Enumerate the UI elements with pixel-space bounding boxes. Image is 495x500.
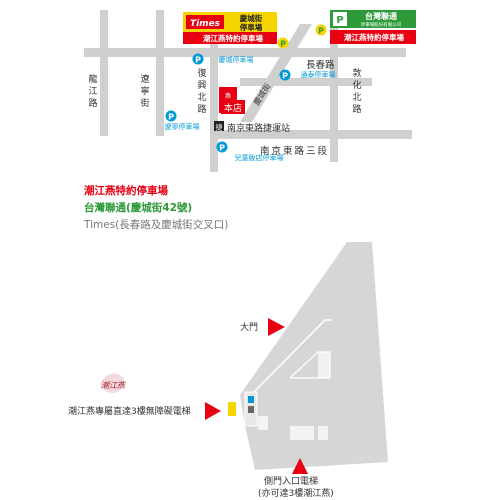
times-lot-name-1: 慶城街: [240, 13, 263, 23]
chaojiang-logo: 潮江燕: [100, 373, 127, 394]
road-label-fuxing: 復興北路: [197, 67, 206, 115]
road-longjiang: [100, 10, 108, 136]
logo-flower-icon: [100, 373, 125, 394]
road-label-dunhua: 敦化北路: [352, 67, 361, 115]
road-label-longjiang: 龍江路: [88, 73, 97, 109]
legend-lianton: 台灣聯通(慶城街42號): [84, 202, 193, 214]
building-inner-line: [249, 319, 332, 397]
chaojiang-sign-right: 潮江燕特約停車場: [344, 32, 404, 42]
store-logo-icon: 燕: [225, 92, 231, 100]
mrt-badge: 捷: [216, 123, 223, 132]
lianton-sign-bg: [330, 10, 416, 28]
road-changchun: [240, 78, 372, 86]
escalator-icon: [318, 352, 330, 378]
side-entrance-label-2: (亦可達3樓潮江燕): [258, 489, 334, 499]
times-parking-sign: Times 慶城街 停車場 潮江燕特約停車場: [183, 12, 277, 44]
legend-times: Times(長春路及慶城街交叉口): [84, 219, 229, 231]
parking-icon: [277, 37, 289, 49]
lianton-sub: 停車場股份有限公司: [361, 21, 402, 28]
elevator-icon: [248, 406, 254, 413]
parking-icon-label: P: [195, 56, 201, 65]
parking-icon-label: P: [282, 72, 288, 81]
side-entrance-label-1: 側門入口電梯: [264, 477, 319, 487]
store-marker: 燕 本店: [219, 87, 245, 114]
chaojiang-sign-left-bg: [183, 32, 277, 44]
mrt-icon: [214, 121, 224, 131]
elevator-icon: [318, 426, 328, 440]
times-lot-name-2: 停車場: [240, 22, 263, 32]
store-label-bg: [221, 100, 245, 114]
lianton-logo-bg: [333, 12, 347, 26]
times-logo-text: Times: [190, 19, 221, 29]
lianton-parking-icon: P: [336, 15, 343, 26]
parking-markers: P P P P P P: [165, 24, 327, 153]
direct-elevator-marker: [228, 402, 236, 416]
road-label-changchun: 長春路: [306, 59, 335, 71]
children-hotel-lot-label: 兒童飯店停車場: [235, 153, 284, 162]
parking-icon: [216, 141, 228, 153]
legend-chaojiang: 潮江燕特約停車場: [84, 185, 168, 197]
main-door-label: 大門: [240, 323, 259, 333]
chaojiang-sign-right-bg: [330, 30, 416, 44]
parking-icon: [279, 69, 291, 81]
parking-icon-label: P: [318, 27, 324, 36]
parking-icon-label: P: [280, 40, 286, 49]
liaoning-lot-label: 遼寧停車場: [165, 122, 200, 131]
road-network: [84, 10, 412, 172]
road-nanjing: [210, 130, 412, 139]
road-fuxing: [210, 12, 218, 172]
chaojiang-sign-left: 潮江燕特約停車場: [203, 33, 263, 43]
restroom-icon: [290, 426, 314, 440]
road-qingcheng: [240, 24, 312, 122]
road-liaoning: [156, 10, 164, 136]
road-top-horizontal: [84, 48, 406, 57]
parking-icon: [165, 110, 177, 122]
lianton-title: 台灣聯通: [365, 11, 397, 21]
elevator-arrow-icon: [205, 402, 221, 420]
parking-icon: [192, 53, 204, 65]
elevator-icon: [258, 416, 268, 430]
parking-icon-label: P: [168, 113, 174, 122]
logo-text: 潮江燕: [101, 381, 127, 390]
times-logo-bg: [186, 15, 224, 29]
side-entrance-arrow-icon: [292, 458, 308, 474]
parking-icon: [315, 24, 327, 36]
qingcheng-lot-label: 慶城停車場: [219, 55, 254, 64]
floorplan: 潮江燕: [100, 242, 388, 474]
road-label-nanjing: 南京東路三段: [260, 145, 329, 157]
road-label-liaoning: 遼寧街: [140, 73, 149, 109]
tongtai-lot-label: 通泰停車場: [301, 70, 336, 79]
main-door-arrow-icon: [268, 318, 285, 336]
taiwan-lianton-sign: P 台灣聯通 停車場股份有限公司 潮江燕特約停車場: [330, 10, 416, 44]
parking-labels: 慶城停車場 通泰停車場 遼寧停車場 兒童飯店停車場: [165, 55, 336, 162]
elevator-note: 潮江燕專屬直達3樓無障礙電梯: [68, 407, 191, 417]
parking-icon-label: P: [219, 144, 225, 153]
accessibility-icon: [248, 396, 254, 403]
store-label: 本店: [224, 102, 242, 114]
mrt-station-label: 南京東路捷運站: [227, 122, 290, 134]
